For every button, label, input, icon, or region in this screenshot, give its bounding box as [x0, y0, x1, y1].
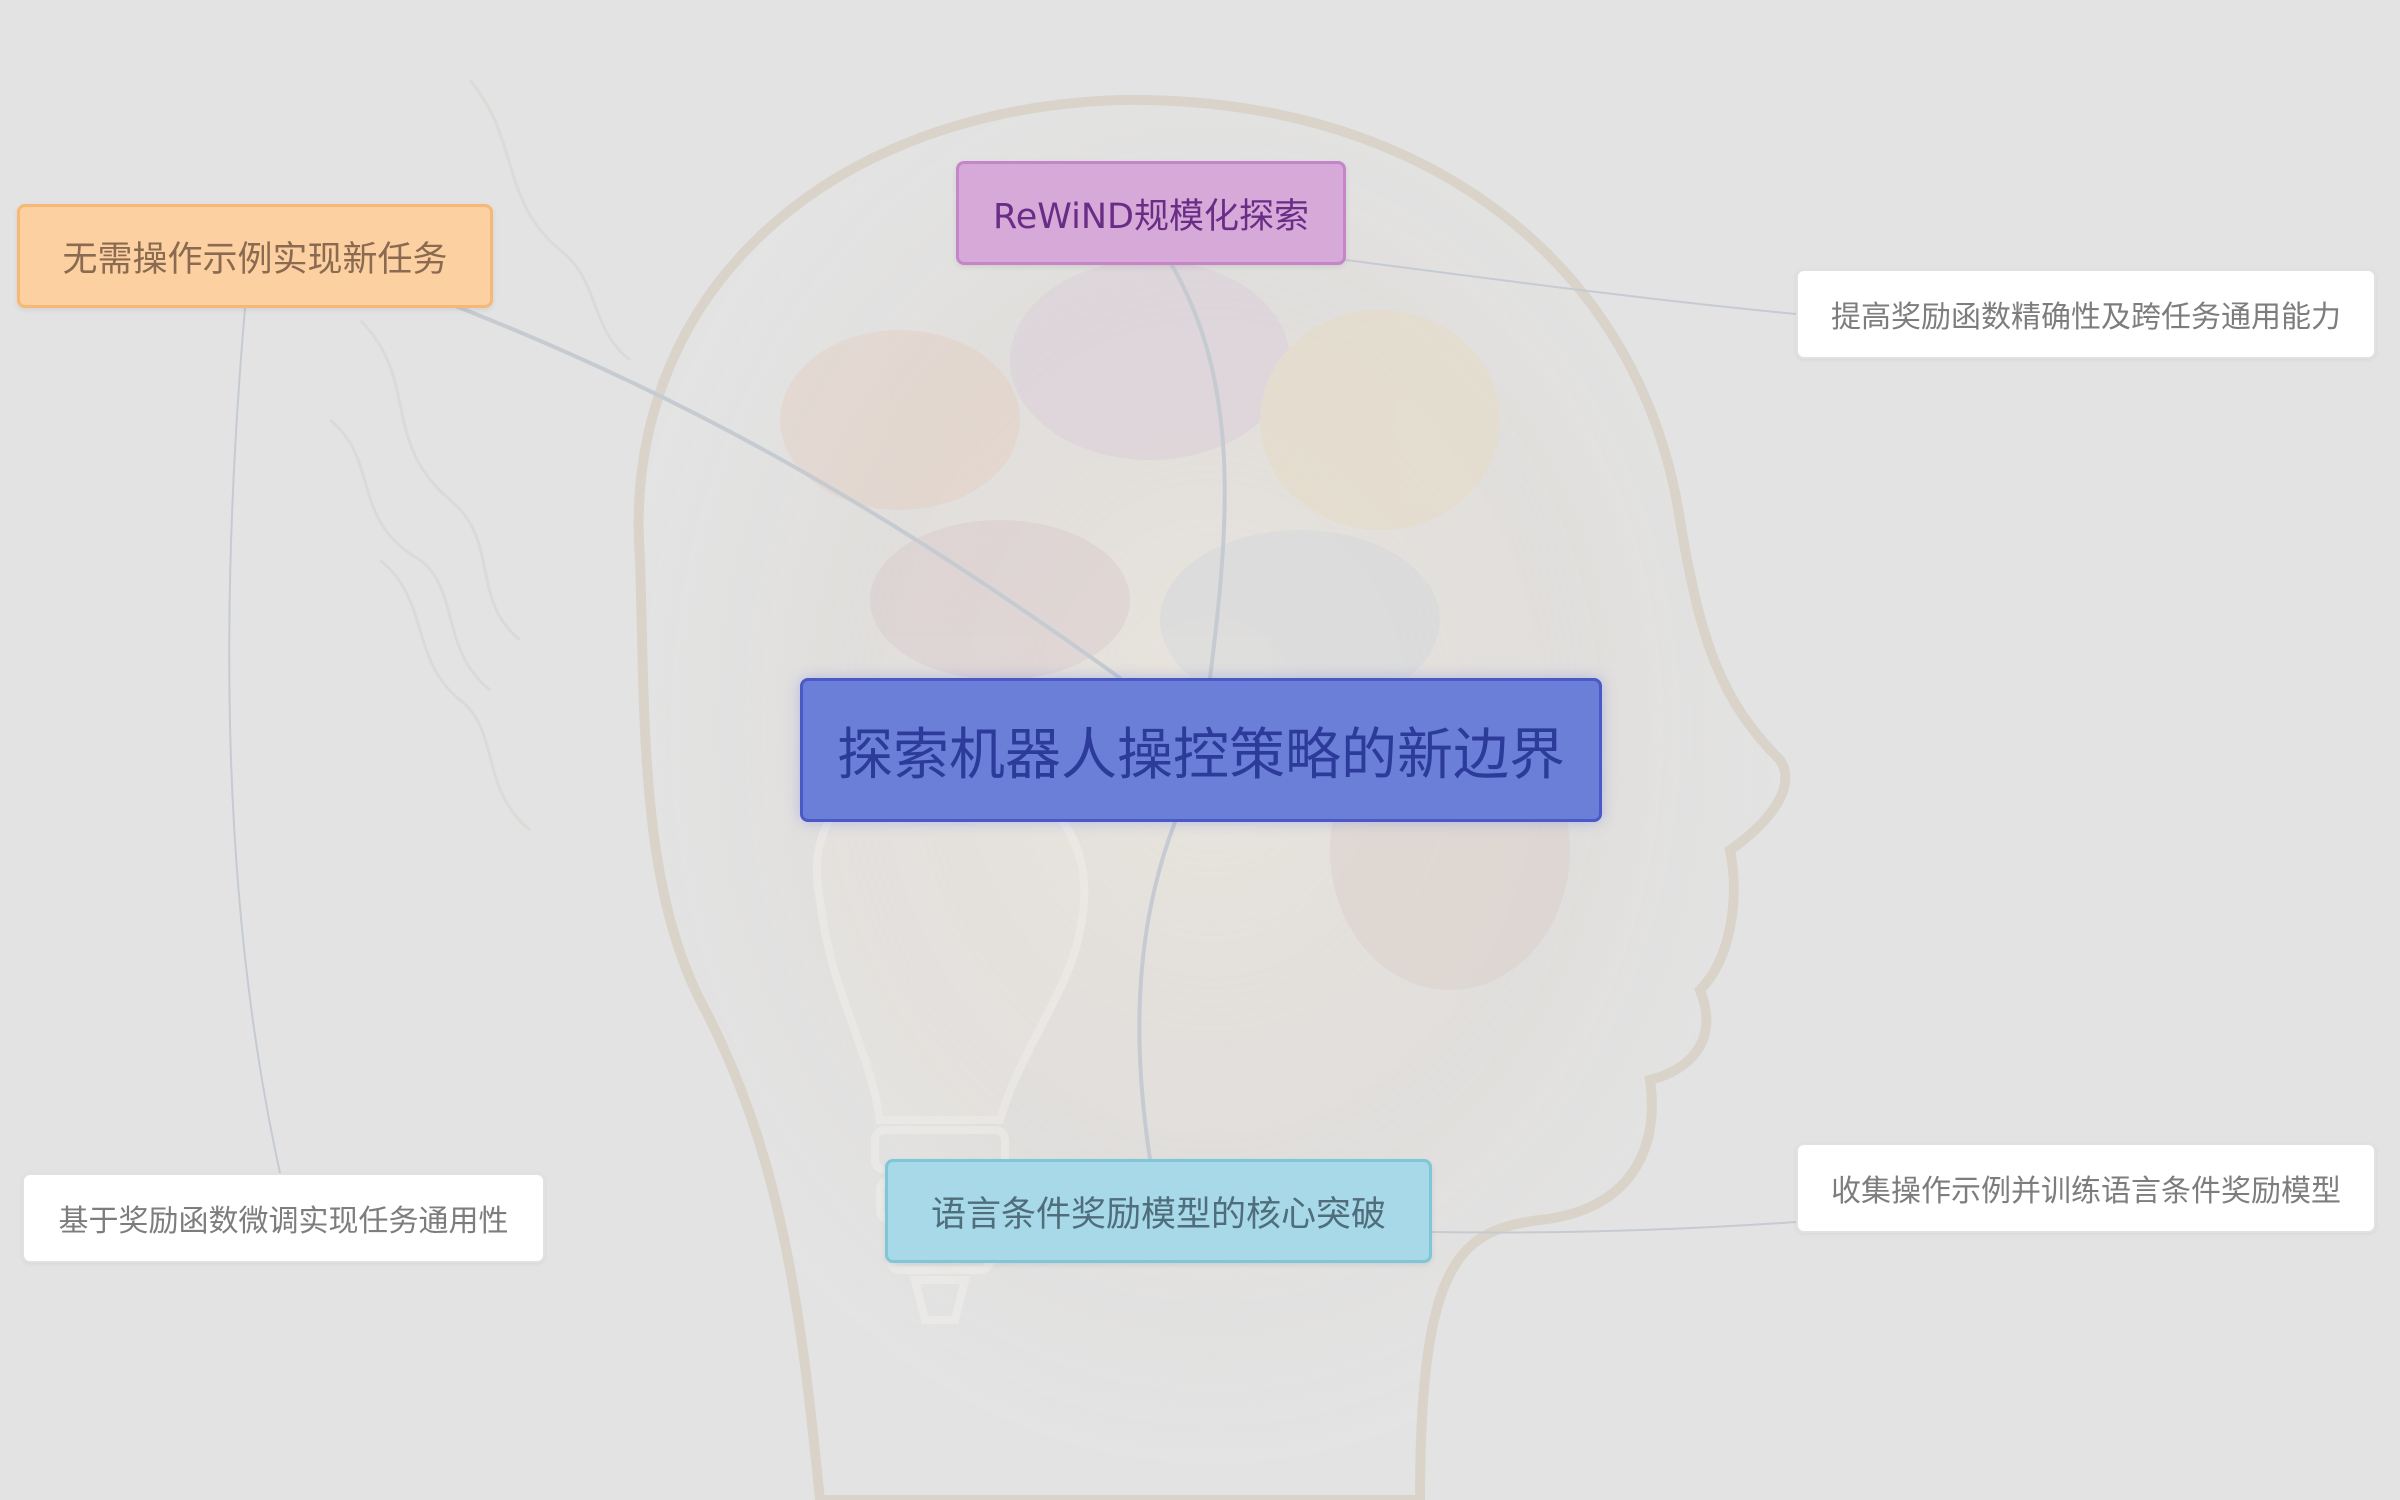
leaf-node-label: 基于奖励函数微调实现任务通用性 — [58, 1204, 509, 1239]
branch-node-label: ReWiND规模化探索 — [993, 196, 1309, 237]
connector-central-bottom — [1137, 820, 1177, 1161]
connector-bottom-rightbottom — [1431, 1221, 1797, 1234]
connector-central-left — [438, 298, 1122, 680]
central-node-label: 探索机器人操控策略的新边界 — [837, 722, 1565, 788]
leaf-node-collect-demos[interactable]: 收集操作示例并训练语言条件奖励模型 — [1796, 1143, 2376, 1233]
leaf-node-label: 收集操作示例并训练语言条件奖励模型 — [1831, 1174, 2341, 1209]
branch-node-no-demo[interactable]: 无需操作示例实现新任务 — [17, 204, 493, 308]
connector-central-top — [1168, 260, 1227, 680]
leaf-node-reward-precision[interactable]: 提高奖励函数精确性及跨任务通用能力 — [1796, 269, 2376, 359]
branch-node-label: 无需操作示例实现新任务 — [62, 239, 448, 280]
leaf-node-label: 提高奖励函数精确性及跨任务通用能力 — [1831, 300, 2341, 335]
branch-node-reward-model[interactable]: 语言条件奖励模型的核心突破 — [885, 1159, 1432, 1263]
branch-node-label: 语言条件奖励模型的核心突破 — [930, 1194, 1386, 1235]
neural-scribbles — [329, 79, 631, 832]
leaf-node-finetune[interactable]: 基于奖励函数微调实现任务通用性 — [22, 1173, 545, 1263]
connector-top-righttop — [1345, 259, 1797, 315]
connector-left-leftbottom — [228, 307, 281, 1174]
branch-node-rewind[interactable]: ReWiND规模化探索 — [956, 161, 1346, 265]
central-node[interactable]: 探索机器人操控策略的新边界 — [800, 678, 1602, 822]
brain-texture — [780, 260, 1570, 990]
